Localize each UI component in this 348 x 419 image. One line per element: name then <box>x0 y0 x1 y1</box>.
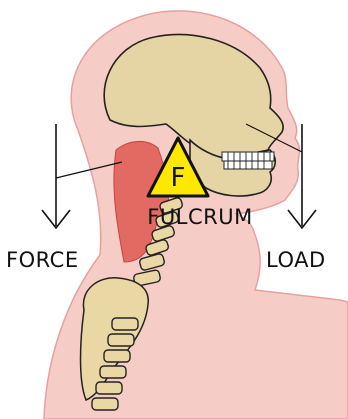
fulcrum-label: FULCRUM <box>147 205 252 229</box>
load-label: LOAD <box>266 248 326 272</box>
fulcrum-letter: F <box>171 163 186 193</box>
force-label: FORCE <box>6 248 79 272</box>
upper-teeth <box>222 152 274 161</box>
lower-teeth <box>224 161 272 169</box>
